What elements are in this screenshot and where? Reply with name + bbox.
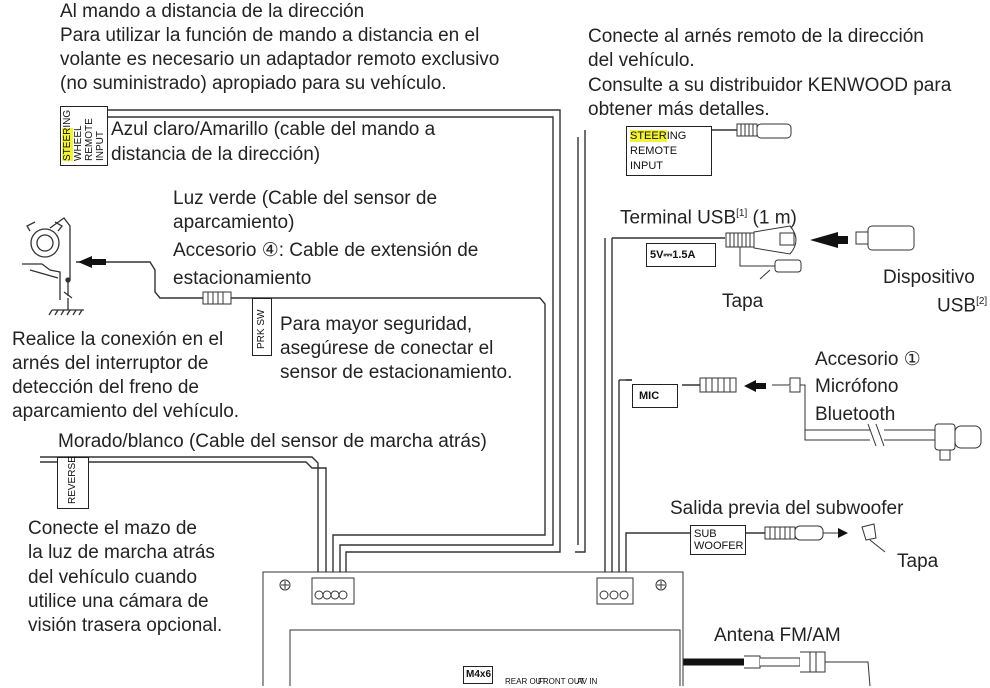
subwoofer-cap-label: Tapa: [897, 551, 939, 572]
subwoofer-wire: [625, 532, 690, 580]
reverse-note-4: utilice una cámara de: [28, 591, 209, 612]
arrow-left-icon: [78, 256, 92, 268]
remote-wire: [575, 130, 586, 553]
mic-connector: [699, 377, 982, 461]
steering-wire: [100, 109, 561, 580]
reverse-note-5: visión trasera opcional.: [28, 615, 223, 636]
remote-text-1: Conecte al arnés remoto de la dirección: [588, 26, 924, 47]
usb-device-icon: [855, 225, 915, 251]
brake-note-2: arnés del interruptor de: [12, 353, 209, 374]
blue-yellow-label-1: Azul claro/Amarillo (cable del mando a: [111, 119, 436, 140]
subwoofer-title: Salida previa del subwoofer: [670, 498, 904, 519]
prk-note-3: sensor de estacionamiento.: [280, 362, 513, 383]
remote-text-3: Consulte a su distribuidor KENWOOD para: [588, 75, 952, 96]
green-label-2: aparcamiento): [173, 212, 295, 233]
subwoofer-connector: [764, 523, 886, 553]
brake-note-4: aparcamiento del vehículo.: [12, 401, 240, 422]
steering-remote-connector: [736, 123, 792, 139]
steering-desc-3: (no suministrado) apropiado para su vehí…: [60, 73, 447, 94]
green-label-3: Accesorio ④: Cable de extensión de: [173, 240, 479, 261]
blue-yellow-label-2: distancia de la dirección): [111, 144, 321, 165]
prk-note-1: Para mayor seguridad,: [280, 314, 473, 335]
remote-text-2: del vehículo.: [588, 50, 695, 71]
usb-title: Terminal USB[1] (1 m): [620, 207, 797, 229]
parking-connector: [202, 291, 232, 305]
usb-cap-label: Tapa: [722, 291, 764, 312]
green-label-4: estacionamiento: [173, 268, 312, 289]
remote-text-4: obtener más detalles.: [588, 99, 770, 120]
remote-harness-label: STEERING REMOTE INPUT: [626, 126, 712, 176]
brake-note-3: detección del freno de: [12, 377, 199, 398]
screw-label: M4x6: [463, 666, 493, 684]
usb-device-label-1: Dispositivo: [883, 267, 975, 288]
green-label-1: Luz verde (Cable del sensor de: [173, 188, 438, 209]
prk-note-2: asegúrese de conectar el: [280, 338, 494, 359]
usb-device-label-2: USB[2]: [937, 295, 988, 317]
steering-wire-label: STEERING WHEEL REMOTE INPUT: [60, 106, 108, 166]
steering-desc-1: Para utilizar la función de mando a dist…: [60, 25, 480, 46]
reverse-note-1: Conecte el mazo de: [28, 518, 197, 539]
head-unit: [262, 571, 684, 686]
mic-label: MIC: [632, 384, 678, 408]
av-in-label: AV IN: [577, 677, 598, 686]
mic-bt-label: Bluetooth: [815, 404, 896, 425]
steering-desc-2: volante es necesario un adaptador remoto…: [60, 49, 500, 70]
usb-rating-label: 5V⎓1.5A: [646, 243, 716, 267]
reverse-label: REVERSE: [57, 456, 89, 509]
parking-brake-icon: [22, 217, 84, 316]
reverse-wire: [40, 456, 319, 580]
reverse-title: Morado/blanco (Cable del sensor de march…: [58, 431, 487, 452]
usb-connector: [725, 225, 848, 280]
front-out-label: FRONT OUT: [538, 677, 585, 686]
reverse-note-2: la luz de marcha atrás: [28, 542, 215, 563]
parking-wire: [76, 261, 546, 580]
reverse-note-3: del vehículo cuando: [28, 567, 198, 588]
rear-out-label: REAR OUT: [505, 677, 547, 686]
prk-sw-label: PRK SW: [252, 298, 272, 356]
antenna-title: Antena FM/AM: [714, 625, 841, 646]
mic-name-label: Micrófono: [815, 376, 899, 397]
subwoofer-label: SUB WOOFER: [690, 525, 746, 555]
mic-accessory-label: Accesorio ①: [815, 349, 921, 370]
brake-note-1: Realice la conexión en el: [12, 329, 224, 350]
steering-title: Al mando a distancia de la dirección: [60, 1, 365, 22]
